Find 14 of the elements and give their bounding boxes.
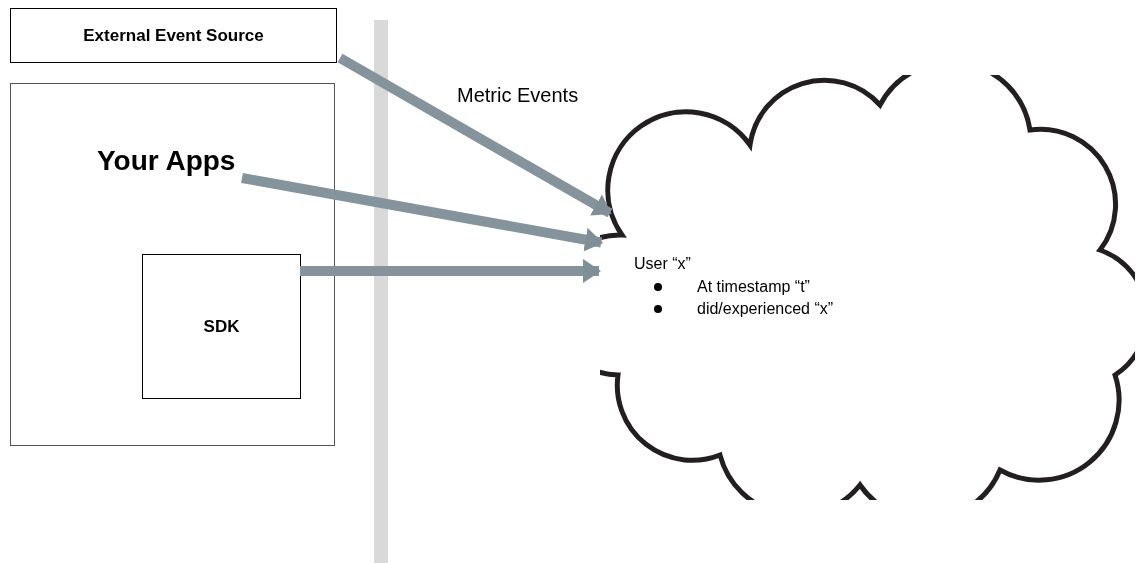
container-title: Your Apps	[97, 144, 236, 178]
arrow	[337, 53, 613, 218]
container-box	[10, 83, 335, 446]
box-title: External Event Source	[83, 24, 264, 47]
source-box	[10, 8, 337, 63]
box-title: SDK	[203, 315, 240, 338]
bullet-text: At timestamp “t”	[697, 277, 810, 297]
cloud-heading: User “x”	[634, 254, 691, 274]
bullet-text: did/experienced “x”	[697, 299, 834, 319]
arrow	[300, 259, 601, 283]
arrow	[241, 173, 604, 252]
flow-label: Metric Events	[457, 83, 579, 108]
cloud-shape	[600, 75, 1135, 500]
sdk-box	[142, 254, 301, 399]
